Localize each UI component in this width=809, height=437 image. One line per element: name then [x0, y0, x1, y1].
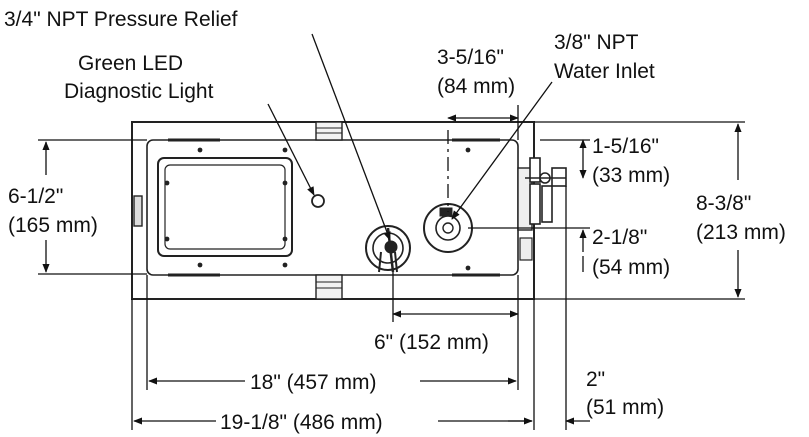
inner-height-label-line2: (165 mm): [8, 214, 98, 237]
outer-height-label-line2: (213 mm): [696, 221, 786, 244]
inlet-offset-label-line1: 3-5/16": [437, 46, 504, 69]
side-offset-label-line2: (51 mm): [586, 396, 664, 419]
unit-housing: [131, 121, 535, 300]
led-leader: [267, 103, 315, 196]
relief-spacing-label: 6" (152 mm): [374, 331, 489, 354]
inner-height-label-line1: 6-1/2": [8, 185, 63, 208]
pressure-relief-leader: [311, 33, 391, 241]
green-led-indicator: [311, 194, 325, 208]
extension-lines: [38, 105, 745, 430]
inlet-offset-label-line2: (84 mm): [437, 75, 515, 98]
dimension-lines: [42, 114, 742, 425]
top-offset-label-line2: (33 mm): [592, 164, 670, 187]
center-offset-label-line2: (54 mm): [592, 256, 670, 279]
center-offset-label-line1: 2-1/8": [592, 226, 647, 249]
leader-lines: [267, 33, 553, 241]
outer-height-label-line1: 8-3/8": [696, 192, 751, 215]
outer-width-label: 19-1/8" (486 mm): [220, 411, 383, 434]
pressure-relief-label: 3/4" NPT Pressure Relief: [4, 8, 238, 31]
inner-body-outline: [146, 139, 519, 276]
led-label-line2: Diagnostic Light: [64, 80, 214, 103]
labels: 3/4" NPT Pressure Relief Green LED Diagn…: [4, 8, 786, 434]
control-panel: [157, 147, 293, 268]
pressure-relief-valve: [365, 225, 411, 273]
top-offset-label-line1: 1-5/16": [592, 135, 659, 158]
inner-width-label: 18" (457 mm): [250, 371, 377, 394]
led-label-line1: Green LED: [78, 52, 183, 75]
top-mounting-tab: [315, 121, 343, 141]
inlet-label-line2: Water Inlet: [554, 60, 655, 83]
water-inlet-leader: [451, 81, 553, 220]
side-fitting-assembly: [525, 157, 567, 225]
left-side-bracket: [133, 195, 143, 227]
water-inlet-fitting: [423, 147, 473, 271]
outer-housing-outline: [131, 121, 535, 300]
side-offset-label-line1: 2": [586, 368, 605, 391]
inlet-label-line1: 3/8" NPT: [554, 31, 639, 54]
bottom-mounting-tab: [315, 274, 343, 300]
